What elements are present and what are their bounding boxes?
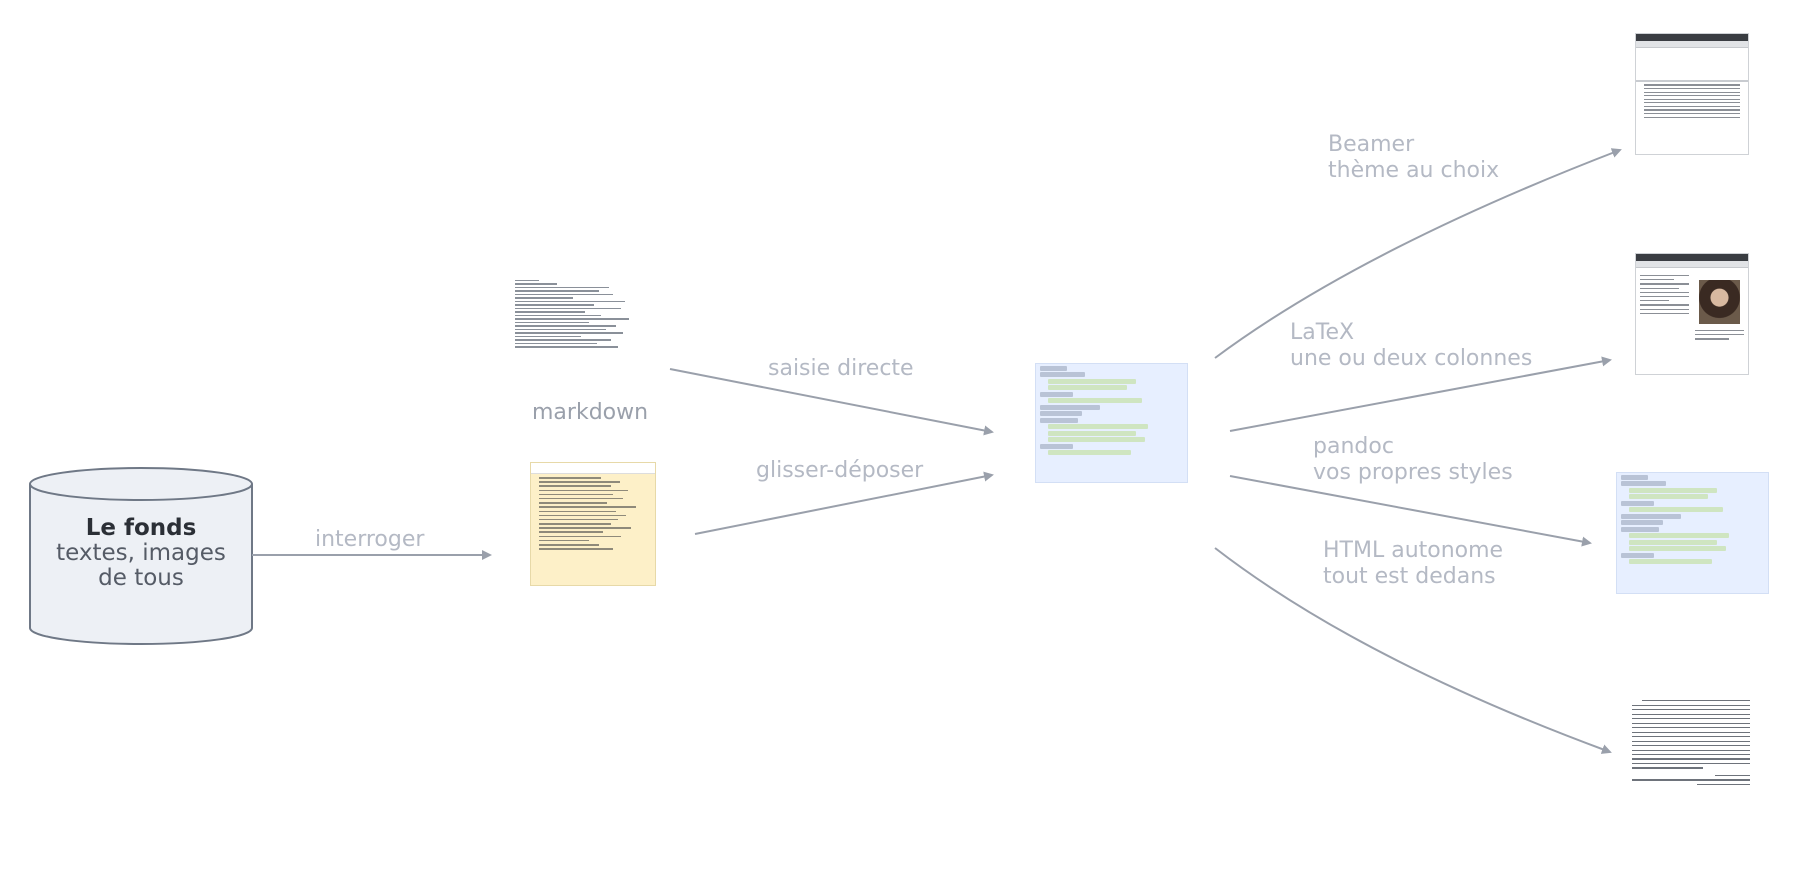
database-line-2: de tous bbox=[98, 565, 184, 591]
label-direct: saisie directe bbox=[768, 356, 914, 381]
arrow-beamer bbox=[1214, 148, 1622, 359]
label-pandoc-line-1: pandoc bbox=[1313, 434, 1394, 459]
portrait-image bbox=[1699, 280, 1740, 324]
label-pandoc-line-2: vos propres styles bbox=[1313, 460, 1513, 485]
label-markdown: markdown bbox=[532, 400, 649, 425]
database-title: Le fonds bbox=[85, 515, 197, 541]
arrow-dragdrop bbox=[694, 471, 994, 535]
markdown-source-thumbnail bbox=[515, 278, 635, 366]
label-beamer: Beamer thème au choix bbox=[1328, 132, 1499, 184]
database-line-1: textes, images bbox=[56, 540, 226, 566]
arrow-pandoc bbox=[1229, 475, 1592, 547]
label-html: HTML autonome tout est dedans bbox=[1323, 538, 1503, 590]
beamer-pdf-thumbnail bbox=[1635, 33, 1749, 155]
label-query: interroger bbox=[315, 527, 425, 552]
arrow-latex bbox=[1229, 356, 1612, 432]
arrow-html bbox=[1214, 547, 1612, 754]
label-beamer-line-1: Beamer bbox=[1328, 132, 1415, 157]
label-html-line-2: tout est dedans bbox=[1323, 564, 1496, 589]
database-label: Le fonds textes, images de tous bbox=[30, 516, 252, 591]
label-html-line-1: HTML autonome bbox=[1323, 538, 1504, 563]
html-document-thumbnail bbox=[1632, 697, 1750, 815]
pandoc-outline-thumbnail bbox=[1616, 472, 1769, 594]
drag-drop-editor-thumbnail bbox=[530, 462, 656, 586]
label-latex-line-1: LaTeX bbox=[1290, 320, 1355, 345]
database-cylinder bbox=[29, 467, 253, 645]
latex-pdf-thumbnail bbox=[1635, 253, 1749, 375]
label-latex: LaTeX une ou deux colonnes bbox=[1290, 320, 1532, 372]
label-dragdrop: glisser-déposer bbox=[756, 458, 924, 483]
label-pandoc: pandoc vos propres styles bbox=[1313, 434, 1513, 486]
outline-center-thumbnail bbox=[1035, 363, 1188, 483]
arrow-direct bbox=[669, 368, 994, 436]
label-beamer-line-2: thème au choix bbox=[1328, 158, 1500, 183]
label-latex-line-2: une ou deux colonnes bbox=[1290, 346, 1533, 371]
